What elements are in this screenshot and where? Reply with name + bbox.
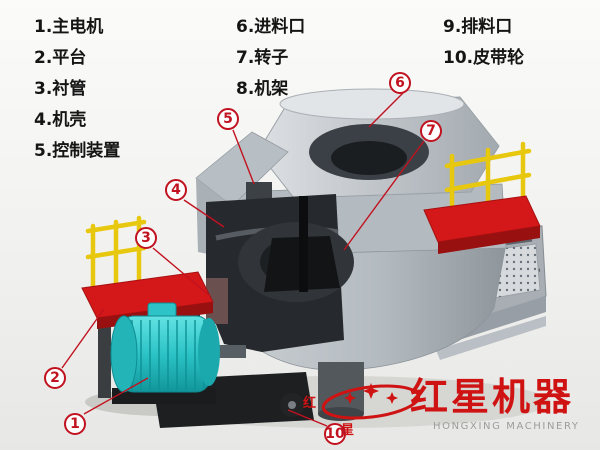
right-railing: [444, 141, 532, 215]
callout-2: 2: [44, 367, 66, 389]
logo-swoosh: [321, 383, 421, 420]
legend-column-3: 9.排料口 10.皮带轮: [443, 12, 524, 74]
control-device: [246, 182, 272, 200]
callout-10: 10: [324, 423, 346, 445]
left-railing: [85, 215, 147, 292]
rotor: [264, 196, 340, 292]
legend-column-1: 1.主电机 2.平台 3.衬管 4.机壳 5.控制装置: [34, 12, 120, 167]
logo-mark-cn-1: 红: [303, 396, 317, 411]
legend-item-7: 7.转子: [236, 48, 289, 68]
callout-6: 6: [389, 72, 411, 94]
legend-item-10: 10.皮带轮: [443, 48, 525, 68]
cutaway-interior: [206, 194, 354, 352]
legend-item-9: 9.排料口: [443, 17, 513, 37]
leader-lines: [61, 92, 425, 427]
legend-item-2: 2.平台: [34, 48, 87, 68]
callout-3: 3: [135, 227, 157, 249]
brand-name-cn: 红星机器: [410, 375, 575, 419]
legend-item-4: 4.机壳: [34, 110, 87, 130]
brand-name-en: HONGXING MACHINERY: [433, 421, 580, 432]
legend-item-5: 5.控制装置: [34, 141, 121, 161]
legend-item-3: 3.衬管: [34, 79, 87, 99]
callout-4: 4: [165, 179, 187, 201]
callout-7: 7: [420, 120, 442, 142]
legend-item-8: 8.机架: [236, 79, 289, 99]
star-icon: [386, 392, 398, 404]
main-motor: [110, 302, 246, 393]
callout-5: 5: [217, 108, 239, 130]
right-assembly: [423, 141, 541, 254]
legend-item-6: 6.进料口: [236, 17, 306, 37]
callout-1: 1: [64, 413, 86, 435]
legend-column-2: 6.进料口 7.转子 8.机架: [236, 12, 305, 105]
right-platform: [423, 195, 541, 254]
legend-item-1: 1.主电机: [34, 17, 104, 37]
star-icon: [344, 392, 356, 404]
star-icon: [363, 383, 379, 399]
feed-hopper: [257, 88, 500, 199]
